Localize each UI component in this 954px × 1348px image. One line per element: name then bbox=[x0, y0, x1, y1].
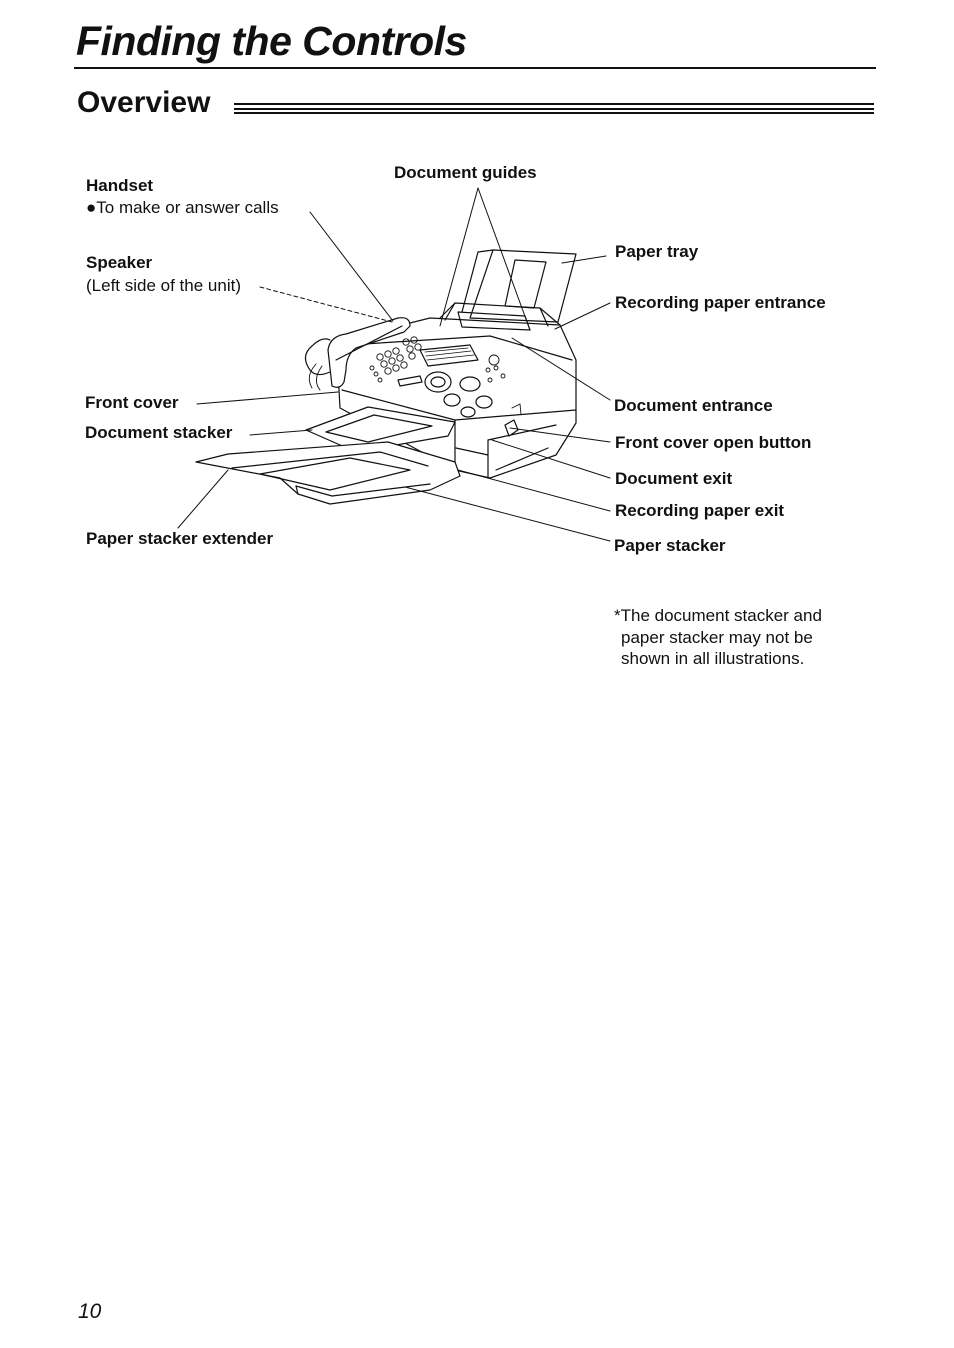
recording-paper-entrance-label: Recording paper entrance bbox=[615, 292, 826, 314]
document-guides-label: Document guides bbox=[394, 162, 537, 184]
note-line-3: shown in all illustrations. bbox=[621, 649, 805, 668]
note-line-2: paper stacker may not be bbox=[621, 627, 813, 647]
fax-machine-diagram bbox=[177, 187, 611, 542]
document-stacker-text: Document stacker bbox=[85, 423, 233, 442]
handset-title: Handset bbox=[86, 176, 154, 195]
document-guides-text: Document guides bbox=[394, 163, 537, 182]
document-stacker-label: Document stacker bbox=[85, 422, 232, 444]
section-rule bbox=[234, 103, 874, 114]
front-cover-open-button-text: Front cover open button bbox=[615, 433, 812, 452]
paper-stacker-illustration bbox=[195, 441, 461, 505]
leader-lines bbox=[177, 187, 611, 542]
paper-tray-label: Paper tray bbox=[615, 241, 698, 263]
document-entrance-text: Document entrance bbox=[614, 396, 773, 415]
handset-label: Handset bbox=[86, 175, 153, 197]
front-cover-open-button-label: Front cover open button bbox=[615, 432, 811, 454]
paper-tray-illustration bbox=[461, 249, 577, 323]
note-line-1: *The document stacker and bbox=[614, 606, 822, 625]
paper-stacker-extender-text: Paper stacker extender bbox=[86, 529, 274, 548]
handset-illustration bbox=[304, 317, 411, 391]
paper-stacker-label: Paper stacker bbox=[614, 535, 726, 557]
document-entrance-label: Document entrance bbox=[614, 395, 773, 417]
page-number: 10 bbox=[78, 1300, 102, 1323]
page-title: Finding the Controls bbox=[76, 18, 467, 64]
document-exit-text: Document exit bbox=[615, 469, 733, 488]
recording-paper-exit-text: Recording paper exit bbox=[615, 501, 785, 520]
recording-paper-exit-label: Recording paper exit bbox=[615, 500, 784, 522]
speaker-note: (Left side of the unit) bbox=[86, 276, 241, 295]
handset-note: ●To make or answer calls bbox=[86, 198, 279, 217]
speaker-title: Speaker bbox=[86, 253, 153, 272]
document-exit-label: Document exit bbox=[615, 468, 732, 490]
recording-paper-entrance-text: Recording paper entrance bbox=[615, 293, 826, 312]
section-title: Overview bbox=[77, 86, 211, 119]
title-rule bbox=[74, 67, 876, 69]
paper-stacker-extender-label: Paper stacker extender bbox=[86, 528, 273, 550]
front-cover-label: Front cover bbox=[85, 392, 179, 414]
paper-stacker-text: Paper stacker bbox=[614, 536, 726, 555]
paper-tray-text: Paper tray bbox=[615, 242, 699, 261]
illustration-note: *The document stacker and paper stacker … bbox=[614, 605, 822, 670]
speaker-label: Speaker bbox=[86, 252, 152, 274]
front-cover-text: Front cover bbox=[85, 393, 179, 412]
